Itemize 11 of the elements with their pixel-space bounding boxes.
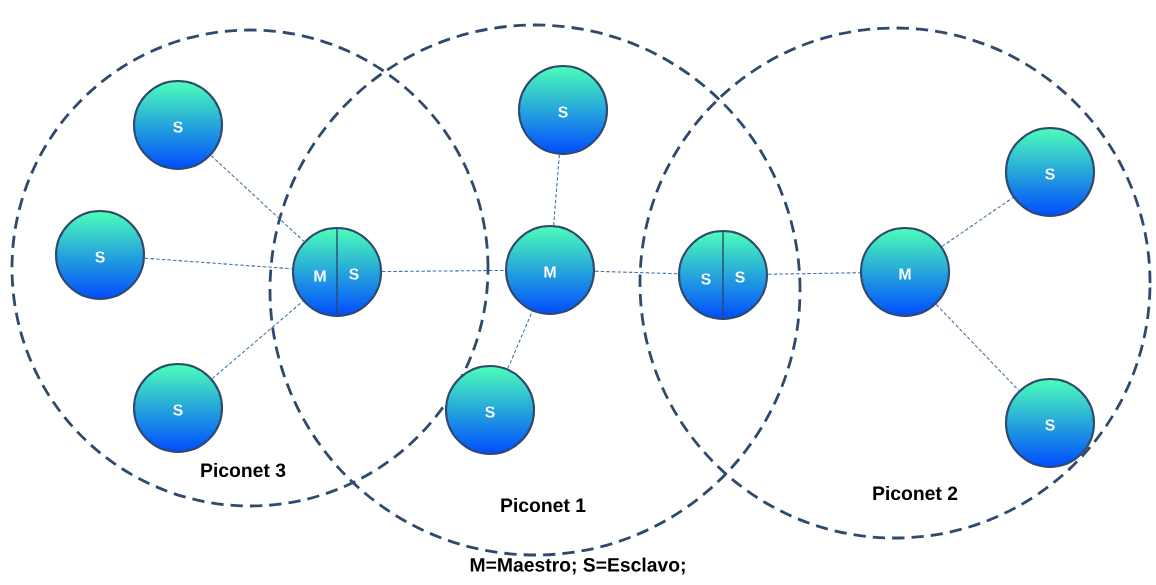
connector-line	[594, 270, 679, 275]
connector-line	[553, 154, 560, 226]
connector-line	[767, 272, 861, 275]
connector-line	[935, 303, 1020, 392]
connector-line	[144, 257, 293, 270]
connector-line	[941, 197, 1014, 247]
connector-line	[381, 269, 506, 273]
legend-note: M=Maestro; S=Esclavo;	[470, 557, 685, 575]
connector-line	[210, 155, 305, 242]
connector-line	[211, 300, 304, 380]
connector-line	[507, 310, 533, 370]
